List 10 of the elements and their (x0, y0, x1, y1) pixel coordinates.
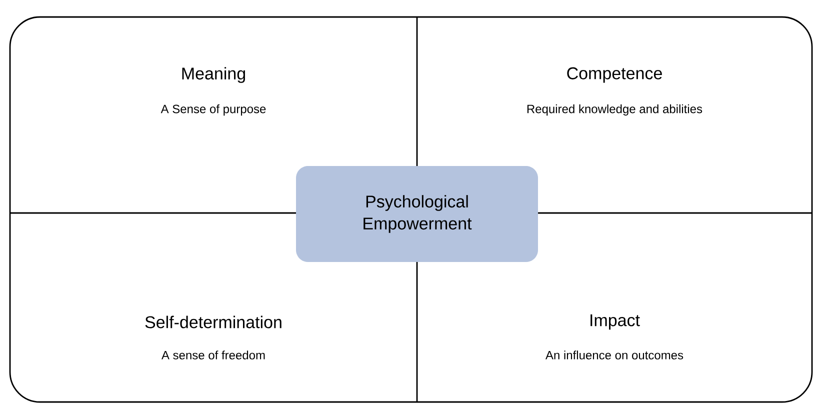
quadrant-description: A sense of freedom (162, 350, 265, 360)
quadrant-heading: Meaning (182, 67, 245, 83)
quadrant-heading: Self-determination (145, 316, 282, 328)
frame-box (9, 16, 813, 403)
quadrant-description: Required knowledge and abilities (527, 104, 702, 116)
quadrant-heading: Impact (590, 314, 640, 330)
center-box: Psychological Empowerment (296, 166, 538, 262)
quadrant-description: A Sense of purpose (160, 104, 266, 116)
quadrant-heading: Competence (567, 67, 662, 83)
quadrant-description: An influence on outcomes (545, 350, 684, 360)
